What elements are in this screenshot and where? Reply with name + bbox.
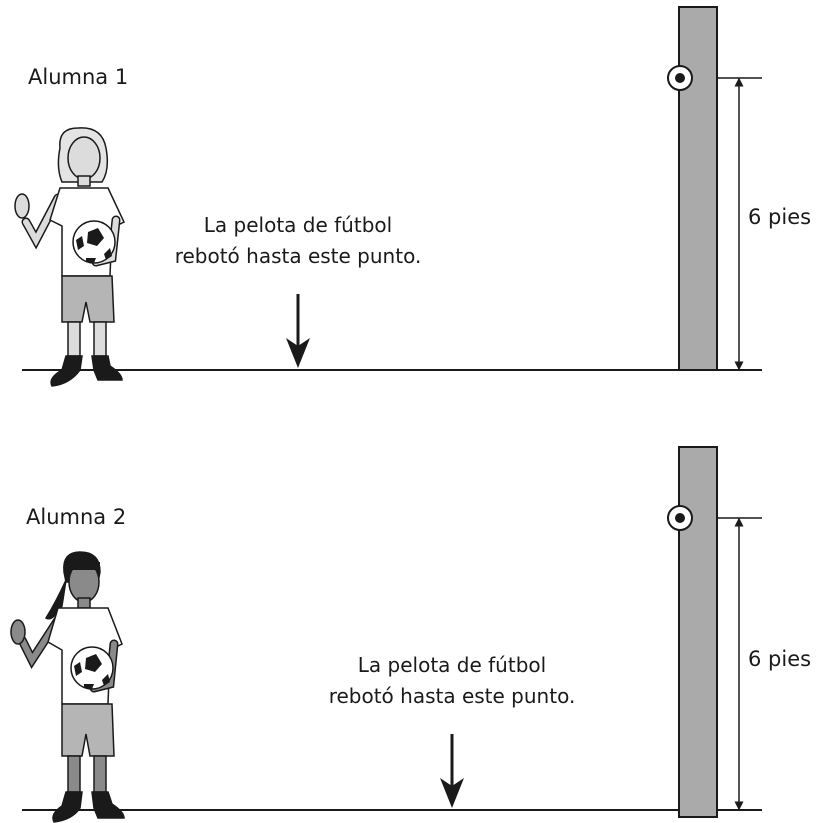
caption-line2-2: rebotó hasta este punto. bbox=[329, 684, 576, 708]
pole-1 bbox=[678, 6, 718, 371]
bounce-marker-1 bbox=[667, 65, 693, 91]
height-label-2: 6 pies bbox=[748, 647, 811, 671]
bounce-marker-2 bbox=[667, 505, 693, 531]
student-figure-2 bbox=[10, 551, 125, 823]
student-figure-1 bbox=[14, 127, 125, 387]
student-label-1: Alumna 1 bbox=[28, 65, 128, 89]
student-label-2: Alumna 2 bbox=[26, 505, 126, 529]
panel-student-2: Alumna 2 6 pies La pelota de fútbol rebo… bbox=[10, 446, 811, 823]
down-arrow-2 bbox=[440, 734, 464, 808]
caption-line2-1: rebotó hasta este punto. bbox=[175, 244, 422, 268]
down-arrow-1 bbox=[286, 294, 310, 368]
caption-line1-1: La pelota de fútbol bbox=[204, 213, 392, 237]
panel-student-1: Alumna 1 6 pies La pelota de fútbol rebo… bbox=[14, 6, 811, 387]
pole-2 bbox=[678, 446, 718, 818]
height-label-1: 6 pies bbox=[748, 205, 811, 229]
caption-line1-2: La pelota de fútbol bbox=[358, 653, 546, 677]
